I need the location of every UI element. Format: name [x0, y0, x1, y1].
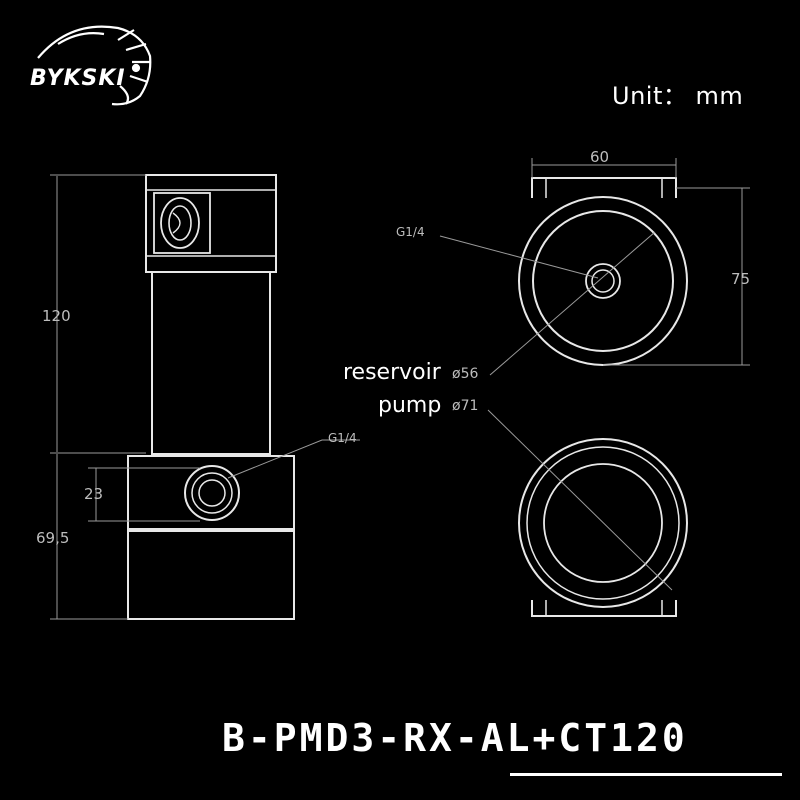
- reservoir-diameter-leader: [489, 231, 656, 376]
- dimension-width-label: 60: [590, 148, 609, 166]
- reservoir-inner-ring: [532, 210, 674, 352]
- reservoir-label: reservoir: [343, 360, 442, 385]
- unit-label: Unit： mm: [612, 82, 744, 110]
- dimension-depth-label: 75: [731, 270, 750, 288]
- side-port-label: G1/4: [328, 431, 357, 445]
- dimension-width: [531, 158, 677, 178]
- pump-inner-ring: [543, 463, 663, 583]
- bottom-mount-tab: [531, 600, 677, 617]
- reservoir-outer-ring: [518, 196, 688, 366]
- top-view: 60 75 G1/4 reservoir ø56: [343, 148, 750, 385]
- side-port-leader: [227, 439, 360, 479]
- dimension-height-total: [50, 174, 146, 454]
- dimension-height-pump-label: 69,5: [36, 529, 69, 547]
- pump-middle-ring: [526, 446, 680, 600]
- reservoir-tube: [151, 271, 271, 455]
- dimension-depth: [603, 187, 750, 366]
- top-port-label: G1/4: [396, 225, 425, 239]
- brand-name: BYKSKI: [30, 66, 126, 91]
- dimension-height-pump: [50, 454, 128, 620]
- side-view: 120 69,5 23 G1/4: [36, 174, 360, 620]
- top-port-leader: [439, 235, 599, 279]
- pump-diameter-label: ø71: [452, 398, 478, 414]
- dimension-height-total-label: 120: [42, 307, 71, 325]
- pump-diameter-leader: [487, 409, 673, 591]
- brand-logo: [37, 25, 152, 106]
- dimension-port-offset: [88, 467, 200, 522]
- model-code: B-PMD3-RX-AL+CT120: [222, 716, 688, 760]
- pump-housing-top: [127, 455, 295, 530]
- pump-outer-ring: [518, 438, 688, 608]
- reservoir-port-icon: [153, 192, 211, 254]
- reservoir-diameter-label: ø56: [452, 366, 478, 382]
- top-port-icon: [585, 263, 621, 299]
- pump-label: pump: [378, 393, 441, 418]
- bottom-view: pump ø71: [378, 393, 688, 617]
- dimension-port-offset-label: 23: [84, 485, 103, 503]
- pump-port-icon: [184, 465, 240, 521]
- model-underline: [510, 773, 782, 776]
- pump-housing-base: [127, 530, 295, 620]
- top-mount-tab: [531, 177, 677, 198]
